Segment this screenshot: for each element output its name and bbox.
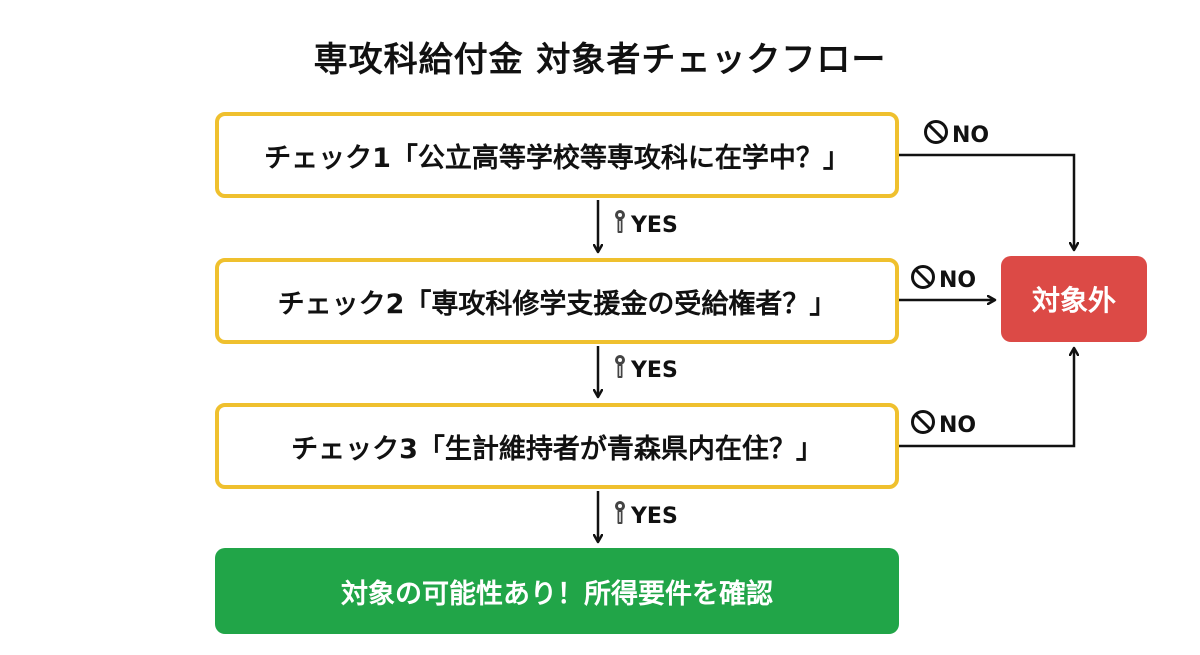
- prohibited-icon: [923, 119, 949, 151]
- page-title: 専攻科給付金 対象者チェックフロー: [313, 40, 887, 80]
- key-icon: [612, 209, 628, 241]
- eligible-result-label: 対象の可能性あり！所得要件を確認: [341, 578, 773, 610]
- yes-label-2: YES: [612, 354, 678, 386]
- prohibited-icon: [910, 264, 936, 296]
- no-text-3: NO: [939, 412, 977, 438]
- check-1-label: チェック1「公立高等学校等専攻科に在学中？」: [264, 142, 850, 174]
- no-label-3: NO: [910, 409, 976, 441]
- yes-label-3: YES: [612, 500, 678, 532]
- key-icon: [612, 500, 628, 532]
- eligible-result-box: 対象の可能性あり！所得要件を確認: [215, 548, 899, 634]
- yes-text-3: YES: [631, 503, 678, 529]
- no-arrow-3: [899, 348, 1074, 448]
- yes-label-1: YES: [612, 209, 678, 241]
- no-label-1: NO: [923, 119, 989, 151]
- check-2-box: チェック2「専攻科修学支援金の受給権者？」: [215, 258, 899, 344]
- key-icon: [612, 354, 628, 386]
- no-text-1: NO: [952, 122, 990, 148]
- not-eligible-box: 対象外: [1001, 256, 1147, 342]
- check-3-label: チェック3「生計維持者が青森県内在住？」: [291, 433, 823, 465]
- not-eligible-label: 対象外: [1031, 284, 1116, 317]
- no-text-2: NO: [939, 267, 977, 293]
- no-label-2: NO: [910, 264, 976, 296]
- check-3-box: チェック3「生計維持者が青森県内在住？」: [215, 403, 899, 489]
- check-2-label: チェック2「専攻科修学支援金の受給権者？」: [277, 288, 837, 320]
- no-arrow-1: [899, 153, 1074, 250]
- yes-text-1: YES: [631, 212, 678, 238]
- check-1-box: チェック1「公立高等学校等専攻科に在学中？」: [215, 112, 899, 198]
- prohibited-icon: [910, 409, 936, 441]
- yes-text-2: YES: [631, 357, 678, 383]
